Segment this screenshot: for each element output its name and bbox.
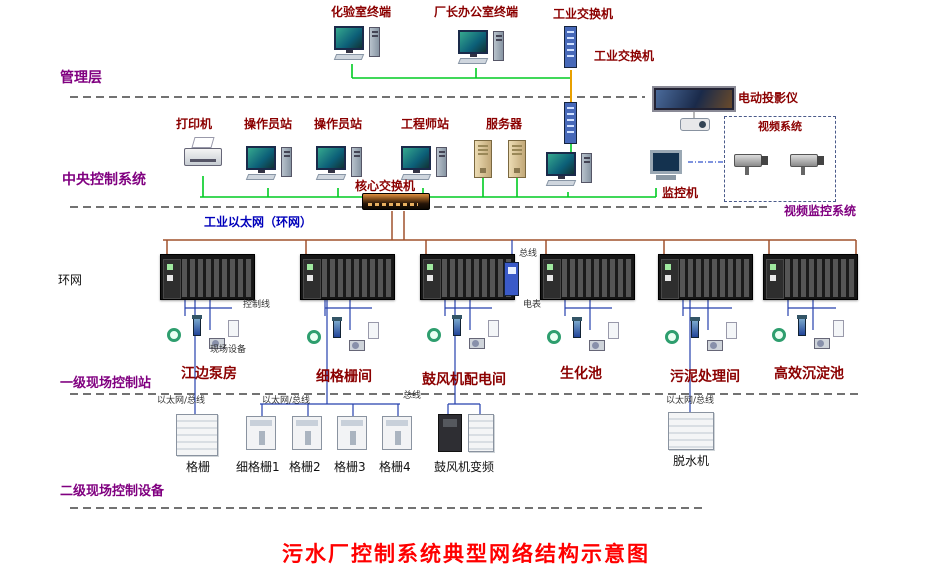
core-switch-icon	[362, 193, 430, 210]
cabinet-grille-2-icon	[292, 416, 322, 450]
device-label-grille-2: 格栅2	[289, 460, 321, 474]
industrial-ethernet-label: 工业以太网（环网）	[204, 215, 313, 229]
director-terminal-computer-icon	[457, 30, 508, 68]
plc-rack-1	[160, 254, 255, 300]
layer-field-device-label: 二级现场控制设备	[60, 484, 165, 499]
camera-icon-1	[732, 148, 772, 178]
engineer-station-icon	[400, 146, 451, 184]
plc-rack-6	[763, 254, 858, 300]
printer-icon	[184, 137, 224, 174]
blower-vfd-icon-1	[438, 414, 462, 452]
server-label: 服务器	[486, 117, 523, 131]
industrial-switch-mid-label: 工业交换机	[594, 49, 655, 63]
station-label-2: 细格栅间	[316, 369, 372, 385]
plc-rack-3	[420, 254, 515, 300]
cabinet-grille-icon	[176, 414, 218, 456]
ring-network-lines	[163, 211, 857, 254]
operator-station-1-icon	[245, 146, 296, 184]
projector-label: 电动投影仪	[738, 91, 799, 105]
engineer-station-label: 工程师站	[401, 117, 450, 131]
bus-top-label: 总线	[519, 249, 538, 259]
station-label-1: 江边泵房	[181, 366, 237, 382]
layer-management-label: 管理层	[60, 70, 102, 86]
diagram-title: 污水厂控制系统典型网络结构示意图	[282, 542, 650, 566]
cabinet-grille-4-icon	[382, 416, 412, 450]
video-system-label: 视频系统	[758, 120, 802, 133]
printer-label: 打印机	[176, 117, 213, 131]
field-equipment-label: 现场设备	[210, 345, 247, 355]
device-label-grille: 格栅	[186, 460, 211, 474]
field-instruments-3	[425, 312, 503, 364]
server-icon-1	[474, 140, 492, 178]
device-label-grille-3: 格栅3	[334, 460, 366, 474]
station-label-4: 生化池	[560, 366, 602, 382]
layer-field-station-label: 一级现场控制站	[60, 376, 152, 391]
plc-rack-2	[300, 254, 395, 300]
eth-bus-label-2: 以太网/总线	[262, 396, 311, 406]
layer-central-label: 中央控制系统	[62, 172, 146, 188]
video-system-box	[724, 116, 836, 202]
industrial-switch-mid-icon	[564, 102, 577, 144]
director-terminal-label: 厂长办公室终端	[434, 5, 519, 19]
projector-icon	[680, 118, 710, 131]
cabinet-fine-grille-1-icon	[246, 416, 276, 450]
station-label-5: 污泥处理间	[670, 369, 740, 385]
cabinet-grille-3-icon	[337, 416, 367, 450]
control-lines	[184, 240, 836, 330]
lab-terminal-label: 化验室终端	[331, 5, 392, 19]
eth-bus-label-1: 以太网/总线	[157, 396, 206, 406]
bus-bottom-label: 总线	[403, 391, 422, 401]
core-switch-label: 核心交换机	[355, 179, 416, 193]
device-label-fine-grille-1: 细格栅1	[236, 460, 280, 474]
device-label-dehydrator: 脱水机	[673, 454, 710, 468]
ethernet-top-lines	[351, 64, 572, 152]
station-label-6: 高效沉淀池	[774, 366, 844, 382]
field-instruments-5	[663, 314, 741, 366]
camera-icon-2	[788, 148, 828, 178]
field-instruments-1	[165, 312, 243, 364]
control-line-label: 控制线	[243, 300, 271, 310]
video-workstation-icon	[545, 152, 596, 190]
server-icon-2	[508, 140, 526, 178]
monitor-station-label: 监控机	[662, 186, 699, 200]
video-surveillance-label: 视频监控系统	[784, 204, 857, 218]
layer-ring-label: 环网	[58, 273, 83, 287]
eth-bus-label-3: 以太网/总线	[666, 396, 715, 406]
meter-label: 电表	[523, 300, 542, 310]
operator-station-2-icon	[315, 146, 366, 184]
blower-vfd-icon-2	[468, 414, 494, 452]
projection-screen-icon	[652, 86, 736, 112]
operator-station-1-label: 操作员站	[244, 117, 293, 131]
industrial-switch-top-icon	[564, 26, 577, 68]
industrial-switch-top-label: 工业交换机	[553, 7, 614, 21]
power-meter-icon	[504, 262, 519, 296]
lab-terminal-computer-icon	[333, 26, 384, 64]
field-instruments-2	[305, 314, 383, 366]
monitor-station-icon	[650, 150, 684, 182]
device-label-grille-4: 格栅4	[379, 460, 411, 474]
station-label-3: 鼓风机配电间	[422, 372, 506, 388]
plc-rack-4	[540, 254, 635, 300]
plc-rack-5	[658, 254, 753, 300]
operator-station-2-label: 操作员站	[314, 117, 363, 131]
field-instruments-4	[545, 314, 623, 366]
bus-lines-bottom	[194, 300, 691, 416]
device-label-blower-vfd: 鼓风机变频	[434, 460, 495, 474]
field-instruments-6	[770, 312, 848, 364]
dehydrator-icon	[668, 412, 714, 450]
